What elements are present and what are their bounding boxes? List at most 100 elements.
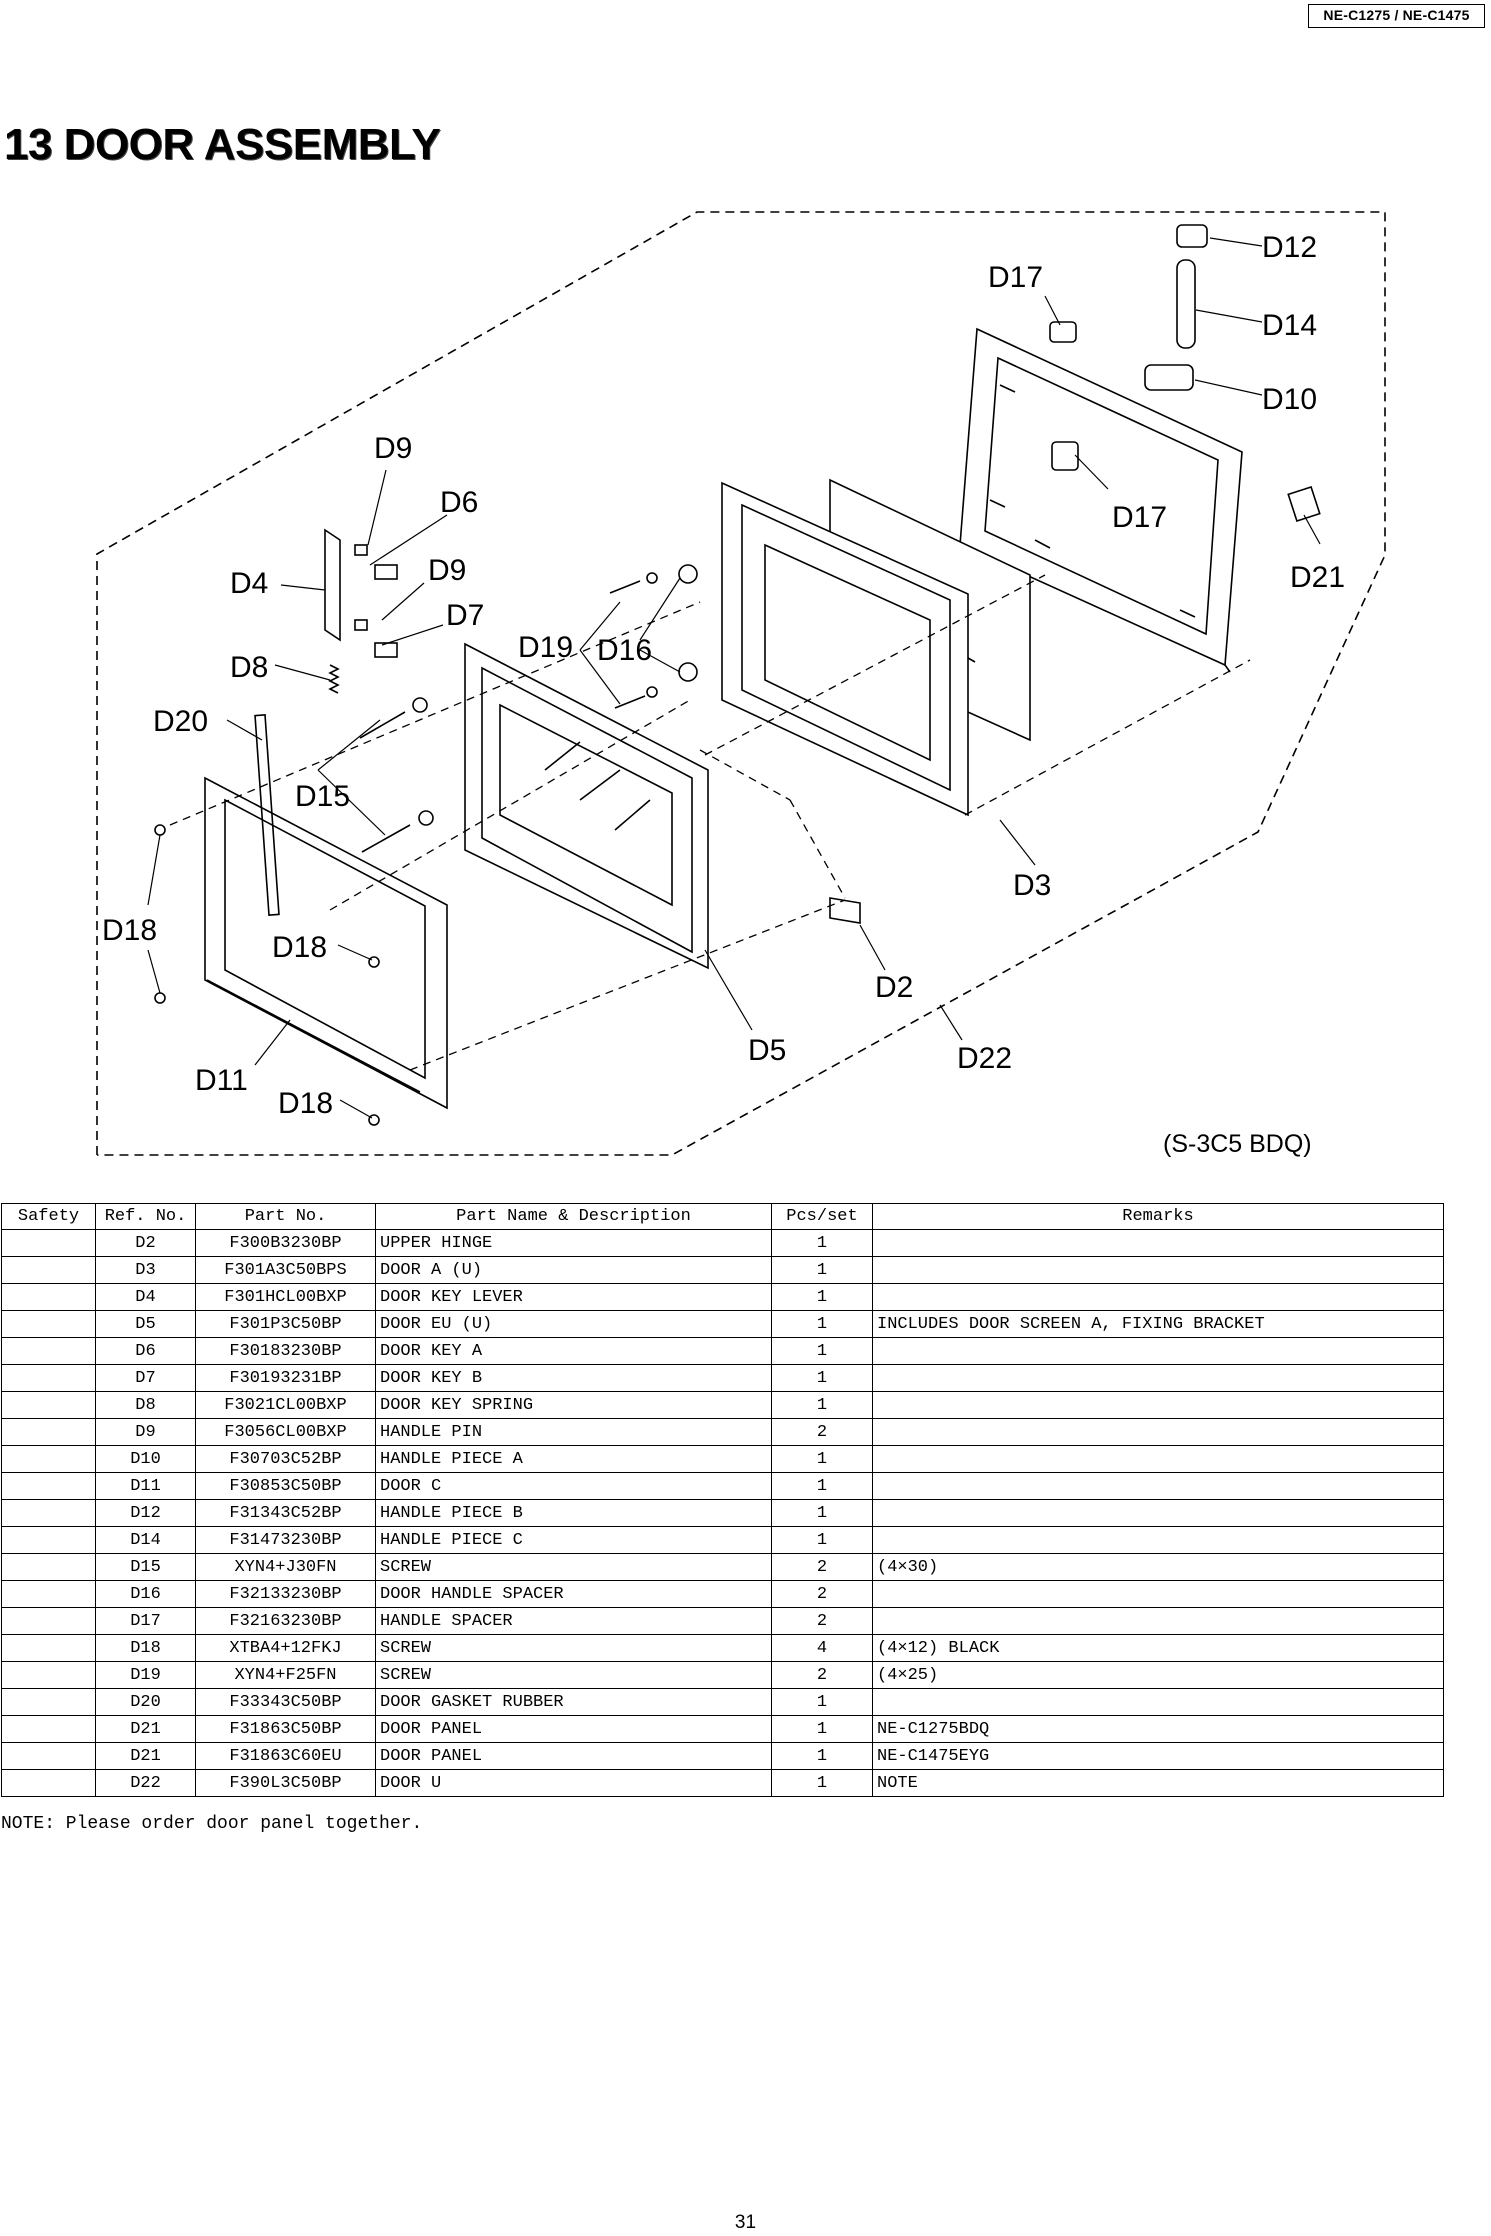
description-cell: SCREW <box>375 1553 772 1581</box>
safety-cell <box>1 1472 96 1500</box>
ref-no-cell: D8 <box>95 1391 196 1419</box>
ref-no-cell: D11 <box>95 1472 196 1500</box>
remarks-cell <box>872 1391 1444 1419</box>
ref-no-cell: D16 <box>95 1580 196 1608</box>
pcs-cell: 1 <box>771 1742 873 1770</box>
table-header-row: Safety Ref. No. Part No. Part Name & Des… <box>1 1203 1444 1230</box>
description-cell: DOOR A (U) <box>375 1256 772 1284</box>
pcs-cell: 1 <box>771 1256 873 1284</box>
label-d8: D8 <box>230 651 268 684</box>
remarks-cell: NE-C1275BDQ <box>872 1715 1444 1743</box>
safety-cell <box>1 1283 96 1311</box>
description-cell: HANDLE SPACER <box>375 1607 772 1635</box>
remarks-cell: NE-C1475EYG <box>872 1742 1444 1770</box>
safety-cell <box>1 1229 96 1257</box>
pcs-cell: 2 <box>771 1607 873 1635</box>
label-d10: D10 <box>1262 383 1317 416</box>
ref-no-cell: D12 <box>95 1499 196 1527</box>
safety-cell <box>1 1337 96 1365</box>
gasket-part <box>254 714 280 916</box>
part-no-cell: F301P3C50BP <box>195 1310 376 1338</box>
rear-frame-part <box>959 327 1243 673</box>
label-d18-mid: D18 <box>272 931 327 964</box>
col-description: Part Name & Description <box>375 1203 772 1230</box>
pcs-cell: 1 <box>771 1337 873 1365</box>
part-no-cell: F31343C52BP <box>195 1499 376 1527</box>
label-d9-mid: D9 <box>428 554 466 587</box>
pcs-cell: 1 <box>771 1715 873 1743</box>
safety-cell <box>1 1256 96 1284</box>
pcs-cell: 1 <box>771 1499 873 1527</box>
pcs-cell: 2 <box>771 1418 873 1446</box>
part-no-cell: XTBA4+12FKJ <box>195 1634 376 1662</box>
label-d20: D20 <box>153 705 208 738</box>
part-no-cell: F30703C52BP <box>195 1445 376 1473</box>
part-no-cell: F301HCL00BXP <box>195 1283 376 1311</box>
label-d17-top: D17 <box>988 261 1043 294</box>
remarks-cell <box>872 1418 1444 1446</box>
order-note: NOTE: Please order door panel together. <box>1 1814 423 1834</box>
col-part-no: Part No. <box>195 1203 376 1230</box>
description-cell: HANDLE PIECE C <box>375 1526 772 1554</box>
safety-cell <box>1 1634 96 1662</box>
label-d22: D22 <box>957 1042 1012 1075</box>
part-no-cell: F3021CL00BXP <box>195 1391 376 1419</box>
col-ref-no: Ref. No. <box>95 1203 196 1230</box>
col-safety: Safety <box>1 1203 96 1230</box>
ref-no-cell: D4 <box>95 1283 196 1311</box>
part-no-cell: F30853C50BP <box>195 1472 376 1500</box>
safety-cell <box>1 1553 96 1581</box>
label-d18-bottom: D18 <box>278 1087 333 1120</box>
part-no-cell: F301A3C50BPS <box>195 1256 376 1284</box>
safety-cell <box>1 1580 96 1608</box>
col-pcs-set: Pcs/set <box>771 1203 873 1230</box>
part-no-cell: F32163230BP <box>195 1607 376 1635</box>
safety-cell <box>1 1715 96 1743</box>
description-cell: DOOR HANDLE SPACER <box>375 1580 772 1608</box>
part-no-cell: XYN4+J30FN <box>195 1553 376 1581</box>
pcs-cell: 2 <box>771 1580 873 1608</box>
remarks-cell: (4×25) <box>872 1661 1444 1689</box>
description-cell: HANDLE PIECE B <box>375 1499 772 1527</box>
description-cell: DOOR PANEL <box>375 1715 772 1743</box>
remarks-cell <box>872 1607 1444 1635</box>
label-d2: D2 <box>875 971 913 1004</box>
pcs-cell: 1 <box>771 1445 873 1473</box>
remarks-cell <box>872 1688 1444 1716</box>
ref-no-cell: D2 <box>95 1229 196 1257</box>
safety-cell <box>1 1418 96 1446</box>
remarks-cell <box>872 1445 1444 1473</box>
page-number: 31 <box>734 2212 757 2233</box>
label-d15: D15 <box>295 780 350 813</box>
part-no-cell: F32133230BP <box>195 1580 376 1608</box>
part-no-cell: F300B3230BP <box>195 1229 376 1257</box>
safety-cell <box>1 1499 96 1527</box>
part-no-cell: F31863C50BP <box>195 1715 376 1743</box>
pcs-cell: 1 <box>771 1283 873 1311</box>
part-no-cell: F3056CL00BXP <box>195 1418 376 1446</box>
diagram-code: (S-3C5 BDQ) <box>1163 1130 1312 1158</box>
remarks-cell <box>872 1472 1444 1500</box>
safety-cell <box>1 1661 96 1689</box>
ref-no-cell: D10 <box>95 1445 196 1473</box>
label-d4: D4 <box>230 567 268 600</box>
description-cell: DOOR U <box>375 1769 772 1797</box>
handle-parts <box>154 224 1321 1126</box>
label-d5: D5 <box>748 1034 786 1067</box>
label-d21: D21 <box>1290 561 1345 594</box>
ref-no-cell: D18 <box>95 1634 196 1662</box>
ref-no-cell: D20 <box>95 1688 196 1716</box>
remarks-cell: INCLUDES DOOR SCREEN A, FIXING BRACKET <box>872 1310 1444 1338</box>
description-cell: DOOR GASKET RUBBER <box>375 1688 772 1716</box>
pcs-cell: 1 <box>771 1769 873 1797</box>
